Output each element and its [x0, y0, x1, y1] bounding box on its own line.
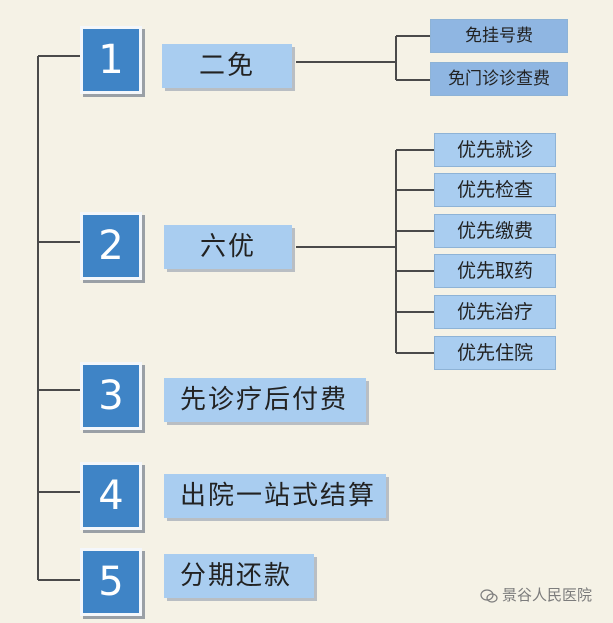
item-2-sub-2: 优先检查 — [434, 173, 556, 207]
item-2-label: 六优 — [164, 225, 292, 269]
item-5-number-box: 5 — [80, 548, 142, 616]
item-2-sub-4: 优先取药 — [434, 254, 556, 288]
item-1-number-box: 1 — [80, 26, 142, 94]
item-2-sub-6: 优先住院 — [434, 336, 556, 370]
item-1-label: 二免 — [162, 44, 292, 88]
item-3-label: 先诊疗后付费 — [164, 378, 366, 422]
item-4-number-box: 4 — [80, 462, 142, 530]
item-3-number-box: 3 — [80, 362, 142, 430]
item-2-sub-3: 优先缴费 — [434, 214, 556, 248]
watermark-text: 景谷人民医院 — [502, 586, 593, 604]
wechat-icon — [480, 588, 498, 603]
item-2-sub-1: 优先就诊 — [434, 133, 556, 167]
item-4-label: 出院一站式结算 — [164, 474, 386, 518]
watermark: 景谷人民医院 — [480, 584, 592, 606]
item-2-number-box: 2 — [80, 212, 142, 280]
item-5-label: 分期还款 — [164, 554, 314, 598]
item-2-sub-5: 优先治疗 — [434, 295, 556, 329]
item-1-sub-1: 免挂号费 — [430, 19, 568, 53]
item-1-sub-2: 免门诊诊查费 — [430, 62, 568, 96]
